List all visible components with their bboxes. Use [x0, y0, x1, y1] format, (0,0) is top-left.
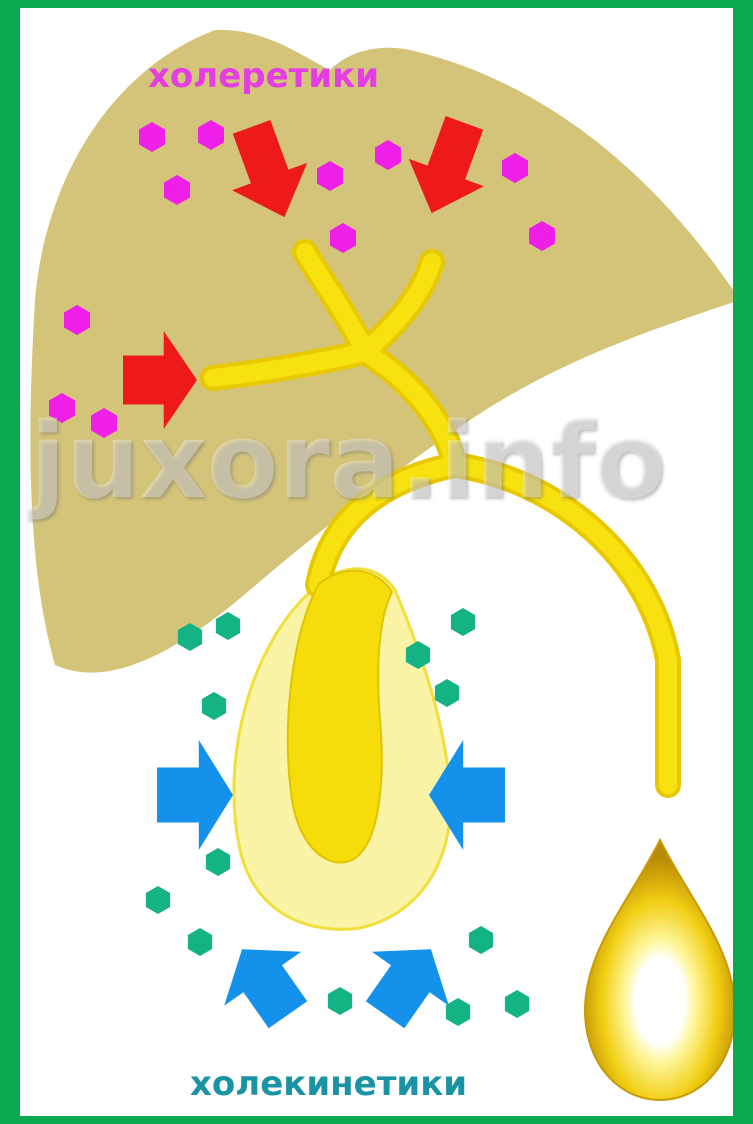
- teal-hexagon-dot-icon: [505, 990, 529, 1018]
- teal-hexagon-dot-icon: [328, 987, 352, 1015]
- choleretics-label: холеретики: [148, 56, 379, 96]
- teal-hexagon-dot-icon: [188, 928, 212, 956]
- teal-hexagon-dot-icon: [202, 692, 226, 720]
- teal-hexagon-dot-icon: [206, 848, 230, 876]
- blue-arrow-icon: [347, 922, 470, 1041]
- teal-hexagon-dot-icon: [451, 608, 475, 636]
- blue-arrow-icon: [204, 922, 327, 1041]
- teal-hexagon-dot-icon: [446, 998, 470, 1026]
- cholekinetics-label: холекинетики: [190, 1064, 467, 1104]
- teal-hexagon-dot-icon: [435, 679, 459, 707]
- drop-icon: [585, 840, 735, 1100]
- teal-hexagon-dot-icon: [146, 886, 170, 914]
- teal-hexagon-dot-icon: [216, 612, 240, 640]
- blue-arrow-icon: [157, 740, 233, 850]
- teal-hexagon-dot-icon: [469, 926, 493, 954]
